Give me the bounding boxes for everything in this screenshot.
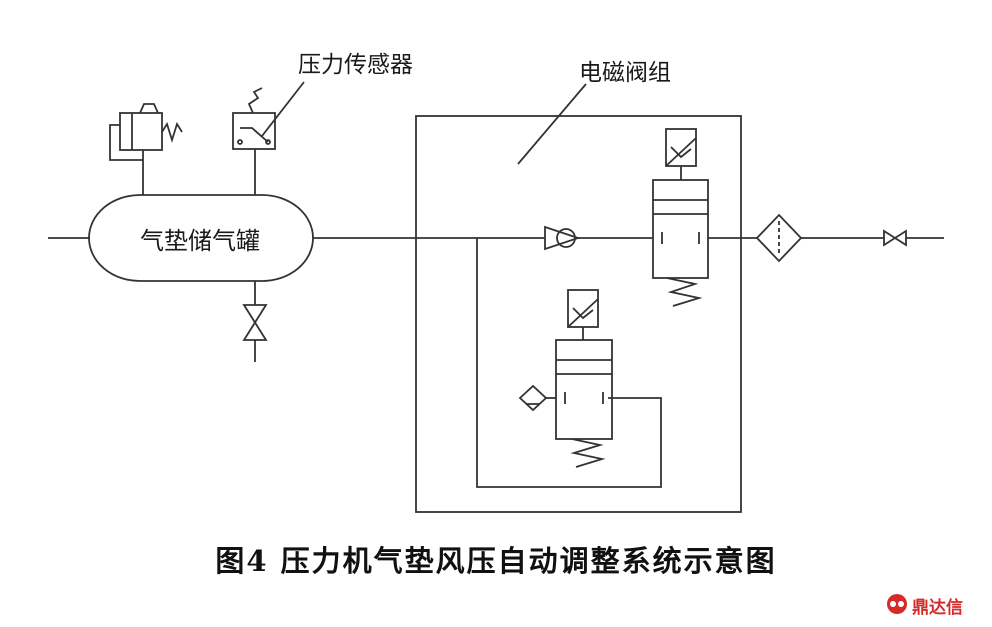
watermark-logo-icon bbox=[887, 594, 907, 614]
tank-label: 气垫储气罐 bbox=[140, 227, 260, 255]
pressure-switch-spring bbox=[161, 121, 183, 144]
air-filter bbox=[755, 213, 803, 263]
lower-coil-arrow bbox=[572, 307, 594, 320]
valve-group-box bbox=[415, 115, 742, 513]
pressure-sensor-body bbox=[232, 112, 276, 150]
sensor-contact-dot-1 bbox=[237, 139, 243, 145]
valve-group-label: 电磁阀组 bbox=[579, 60, 671, 86]
branch-line bbox=[476, 238, 662, 488]
lower-valve-body bbox=[555, 339, 613, 440]
sensor-leader-line bbox=[261, 81, 305, 137]
drain-valve bbox=[242, 304, 268, 341]
check-valve-ball bbox=[556, 228, 576, 248]
sensor-contact bbox=[240, 127, 269, 143]
valve-group-leader-line bbox=[517, 83, 587, 165]
upper-coil-diag bbox=[665, 137, 697, 167]
exhaust-silencer bbox=[518, 384, 548, 412]
check-valve bbox=[544, 225, 581, 251]
watermark-text: 鼎达信 bbox=[912, 598, 963, 618]
figure-caption: 图4 压力机气垫风压自动调整系统示意图 bbox=[215, 544, 777, 578]
pressure-switch-body bbox=[119, 112, 163, 151]
lower-valve-spring bbox=[570, 438, 606, 468]
pressure-switch-cap bbox=[139, 103, 159, 114]
upper-valve-spring bbox=[666, 277, 703, 307]
air-tank bbox=[88, 194, 314, 282]
watermark: 鼎达信 bbox=[886, 591, 992, 621]
upper-valve-body bbox=[652, 179, 709, 279]
upper-coil-arrow bbox=[670, 146, 692, 159]
sensor-contact-dot-2 bbox=[265, 139, 271, 145]
sensor-spring bbox=[247, 87, 263, 114]
lower-coil-diag bbox=[567, 298, 599, 328]
shutoff-valve bbox=[883, 229, 907, 247]
pressure-sensor-label: 压力传感器 bbox=[298, 52, 413, 78]
pressure-switch-pilot bbox=[109, 124, 143, 161]
